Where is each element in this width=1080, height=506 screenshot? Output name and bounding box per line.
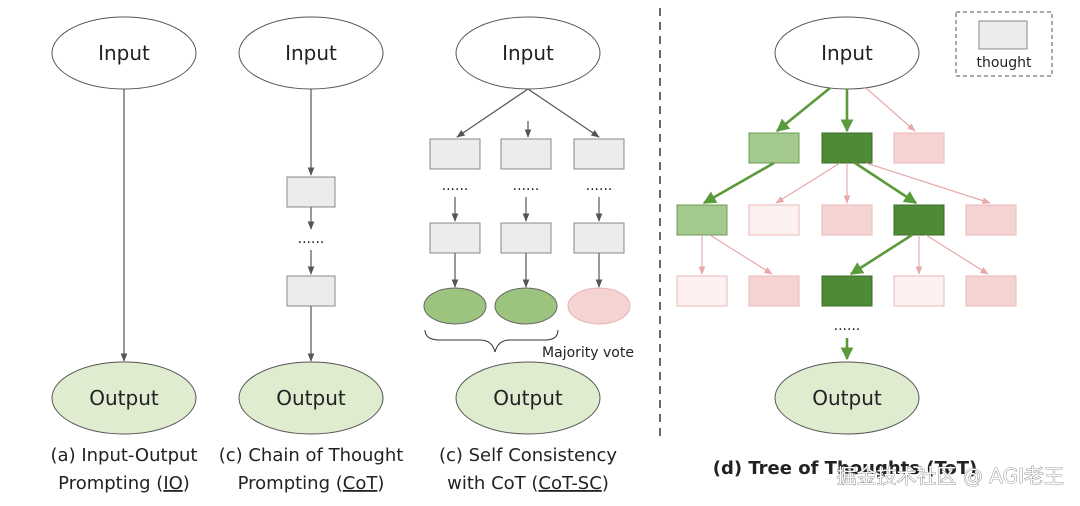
tot-edge-l1a-l2a — [702, 161, 775, 205]
majority-vote-brace — [424, 329, 559, 353]
cot-output-label: Output — [276, 386, 346, 410]
sc-output-label: Output — [493, 386, 563, 410]
watermark: 掘金技术社区 @ AGI老王 — [837, 464, 1064, 488]
tot-thought-l2a — [676, 204, 728, 236]
tot-panel: thought Input ..... — [676, 11, 1053, 479]
sc-thought-2-2 — [500, 222, 552, 254]
tot-edge-l1b-l2e — [865, 162, 991, 204]
tot-thought-l2e — [965, 204, 1017, 236]
sc-thought-3-1 — [573, 138, 625, 170]
sc-output-node — [455, 361, 601, 435]
tot-thought-l1b — [821, 132, 873, 164]
cot-caption-line2: Prompting (CoT) — [238, 473, 385, 494]
io-output-node — [51, 361, 197, 435]
io-caption-line1: (a) Input-Output — [51, 445, 198, 466]
sc-ellipsis-3: ...... — [586, 178, 613, 194]
sc-thought-1-1 — [429, 138, 481, 170]
sc-input-label: Input — [502, 41, 554, 65]
tot-edge-l2a-l3b — [709, 234, 773, 275]
legend-thought-swatch — [978, 20, 1028, 50]
tot-thought-l3d — [893, 275, 945, 307]
tot-thought-l3a — [676, 275, 728, 307]
cot-panel: Input ...... Output (c) Chain of Thought… — [219, 16, 404, 494]
tot-output-node — [774, 361, 920, 435]
sc-caption-line2: with CoT (CoT-SC) — [447, 473, 609, 494]
tot-thought-l3c — [821, 275, 873, 307]
sc-ellipsis-1: ...... — [442, 178, 469, 194]
sc-branch-right-arrow — [527, 88, 600, 138]
tot-thought-l2d — [893, 204, 945, 236]
tot-output-label: Output — [812, 386, 882, 410]
tot-edge-input-l1a — [775, 86, 831, 133]
tot-edge-l1b-l2b — [775, 162, 841, 204]
cot-caption-line1: (c) Chain of Thought — [219, 445, 404, 466]
tot-ellipsis: ...... — [834, 318, 861, 334]
tot-caption: (d) Tree of Thoughts (ToT) — [713, 458, 977, 479]
io-output-label: Output — [89, 386, 159, 410]
sc-branch-left-arrow — [456, 88, 529, 138]
io-input-label: Input — [98, 41, 150, 65]
sc-ellipsis-2: ...... — [513, 178, 540, 194]
sc-thought-3-2 — [573, 222, 625, 254]
majority-vote-label: Majority vote — [542, 345, 634, 361]
cot-input-label: Input — [285, 41, 337, 65]
cot-thought-1 — [286, 176, 336, 208]
tot-edge-input-l1c — [865, 87, 916, 132]
tot-edge-l2d-l3c — [849, 233, 913, 276]
legend-thought-label: thought — [976, 55, 1032, 71]
tot-edge-l2d-l3e — [925, 234, 989, 275]
tot-thought-l1c — [893, 132, 945, 164]
tot-thought-l3b — [748, 275, 800, 307]
tot-thought-l2c — [821, 204, 873, 236]
cot-thought-2 — [286, 275, 336, 307]
sc-answer-1 — [423, 287, 487, 325]
tot-edge-l1b-l2d — [854, 161, 918, 205]
cot-sc-panel: Input ...... ...... ...... Majority vote… — [423, 16, 634, 494]
sc-answer-2 — [494, 287, 558, 325]
tot-thought-l1a — [748, 132, 800, 164]
sc-thought-2-1 — [500, 138, 552, 170]
cot-output-node — [238, 361, 384, 435]
tot-thought-l2b — [748, 204, 800, 236]
sc-answer-3 — [567, 287, 631, 325]
tot-input-label: Input — [821, 41, 873, 65]
sc-caption-line1: (c) Self Consistency — [439, 445, 617, 466]
sc-thought-1-2 — [429, 222, 481, 254]
io-panel: Input Output (a) Input-Output Prompting … — [51, 16, 198, 494]
io-caption-line2: Prompting (IO) — [58, 473, 190, 494]
cot-ellipsis: ...... — [298, 231, 325, 247]
tot-thought-l3e — [965, 275, 1017, 307]
